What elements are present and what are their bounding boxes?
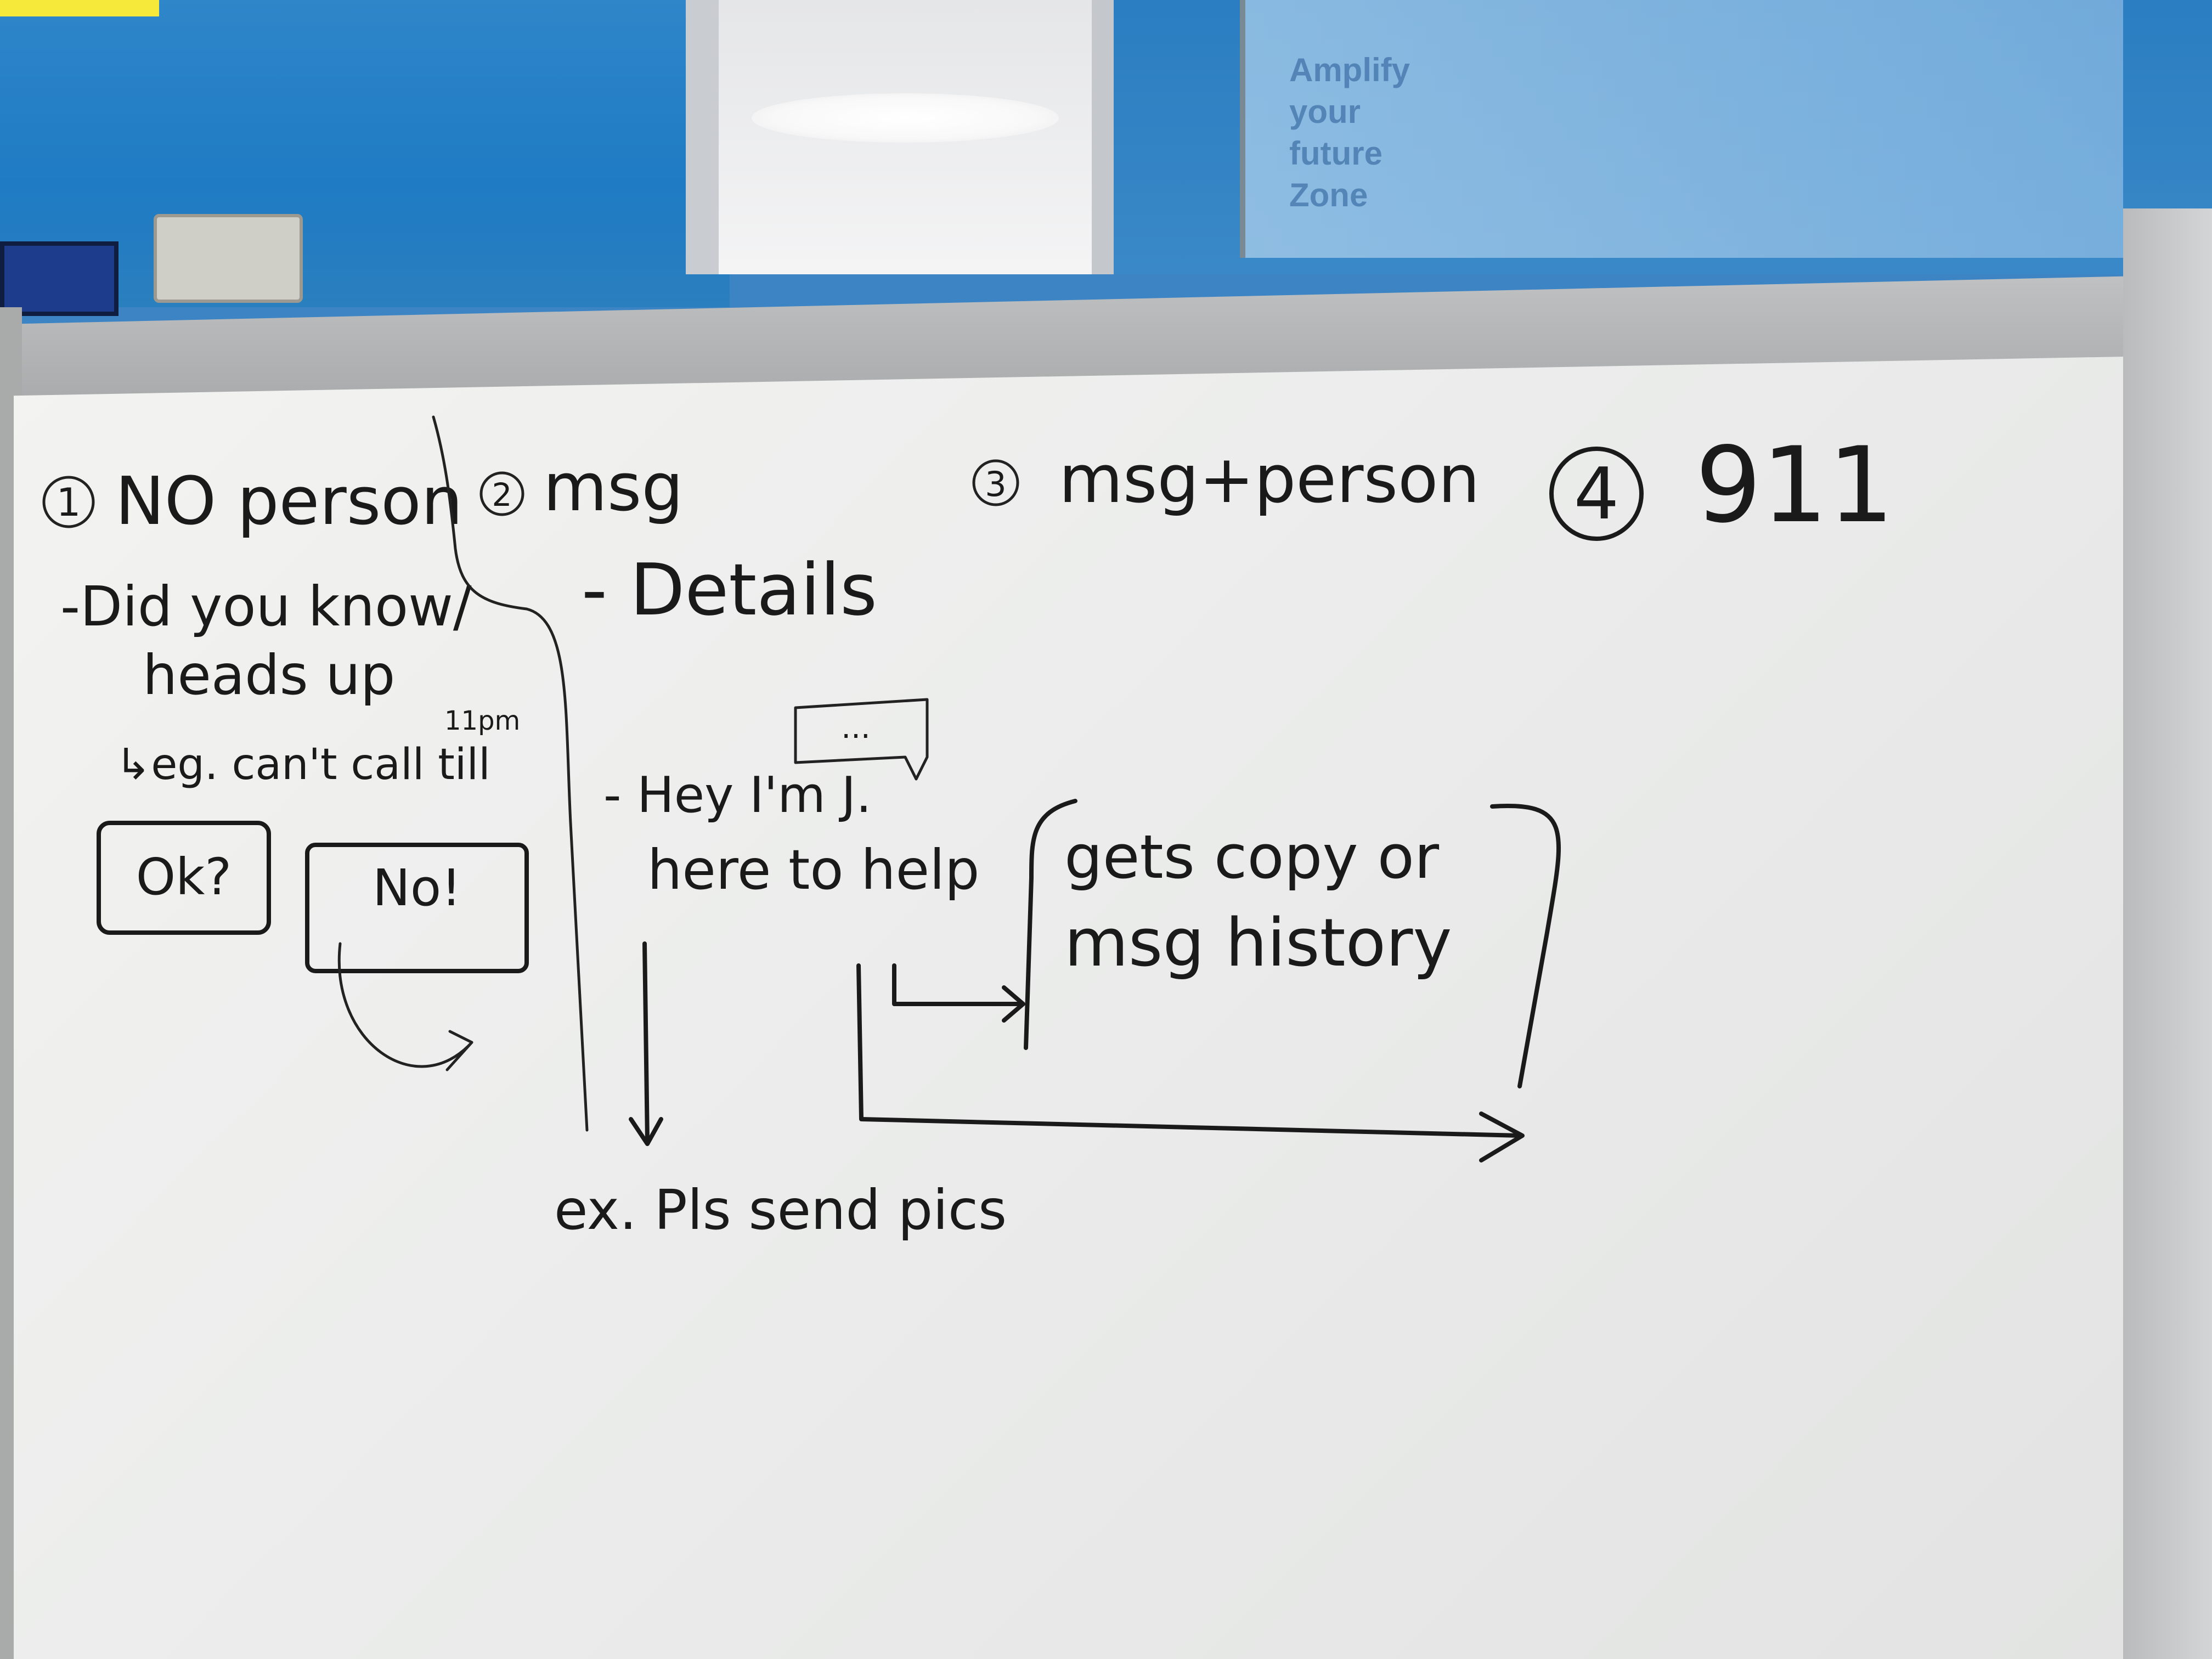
column-divider-line bbox=[432, 415, 589, 1132]
col3-bracket-line2: msg history bbox=[1064, 905, 1452, 981]
right-arrow-long bbox=[856, 963, 1522, 1138]
blue-wall bbox=[0, 0, 730, 307]
wall-monitor bbox=[0, 241, 119, 316]
section-1-title: NO person bbox=[115, 464, 463, 540]
col2-greeting-line1: - Hey I'm J. bbox=[603, 766, 872, 824]
col2-example: ex. Pls send pics bbox=[554, 1178, 1007, 1242]
wall-sign-text: Amplify your future Zone bbox=[1289, 52, 1410, 213]
circled-number-3 bbox=[972, 459, 1019, 506]
ceiling-light bbox=[752, 93, 1059, 143]
col3-bracket-line1: gets copy or bbox=[1064, 822, 1440, 892]
no-box-label: No! bbox=[373, 859, 461, 917]
circled-number-2 bbox=[479, 471, 524, 516]
col1-time-note: 11pm bbox=[444, 706, 520, 736]
door-frame-right bbox=[1092, 0, 1114, 274]
glass-partition: Amplify your future Zone bbox=[1240, 0, 2123, 258]
down-arrow-head bbox=[629, 1117, 663, 1146]
whiteboard-frame-right bbox=[2123, 208, 2212, 1659]
bracket-left bbox=[1024, 799, 1077, 1050]
right-arrow-short bbox=[892, 963, 1023, 1006]
down-arrow-shaft bbox=[642, 941, 650, 1143]
section-4-title: 911 bbox=[1695, 425, 1894, 546]
section-3-title: msg+person bbox=[1059, 442, 1480, 518]
col1-did-you-know: -Did you know/ bbox=[60, 574, 472, 639]
circled-number-4 bbox=[1549, 447, 1644, 541]
yellow-stripe bbox=[0, 0, 159, 16]
whiteboard-surface bbox=[14, 357, 2126, 1659]
section-2-title: msg bbox=[543, 450, 684, 526]
col2-details: - Details bbox=[582, 548, 877, 631]
ok-box-border bbox=[97, 821, 271, 935]
ok-box-label: Ok? bbox=[136, 848, 232, 906]
right-arrow-long-head bbox=[1479, 1111, 1525, 1163]
wall-speaker bbox=[154, 214, 303, 303]
bracket-right bbox=[1490, 804, 1561, 1088]
door-frame-left bbox=[686, 0, 719, 274]
chat-bubble-icon bbox=[794, 698, 929, 781]
col2-greeting-line2: here to help bbox=[647, 838, 979, 902]
col1-heads-up: heads up bbox=[143, 643, 395, 707]
col1-example: ↳eg. can't call till bbox=[115, 740, 490, 789]
section-3-number: 3 bbox=[985, 464, 1006, 504]
no-curved-arrow bbox=[337, 942, 473, 1068]
no-curved-arrowhead bbox=[445, 1030, 473, 1071]
section-2-number: 2 bbox=[492, 476, 512, 514]
section-4-number: 4 bbox=[1574, 452, 1620, 535]
circled-number-1 bbox=[42, 476, 95, 528]
chat-bubble-dots: ... bbox=[841, 710, 870, 746]
no-box-border bbox=[305, 843, 529, 973]
right-arrow-short-head bbox=[1002, 985, 1025, 1023]
section-1-number: 1 bbox=[57, 480, 81, 525]
